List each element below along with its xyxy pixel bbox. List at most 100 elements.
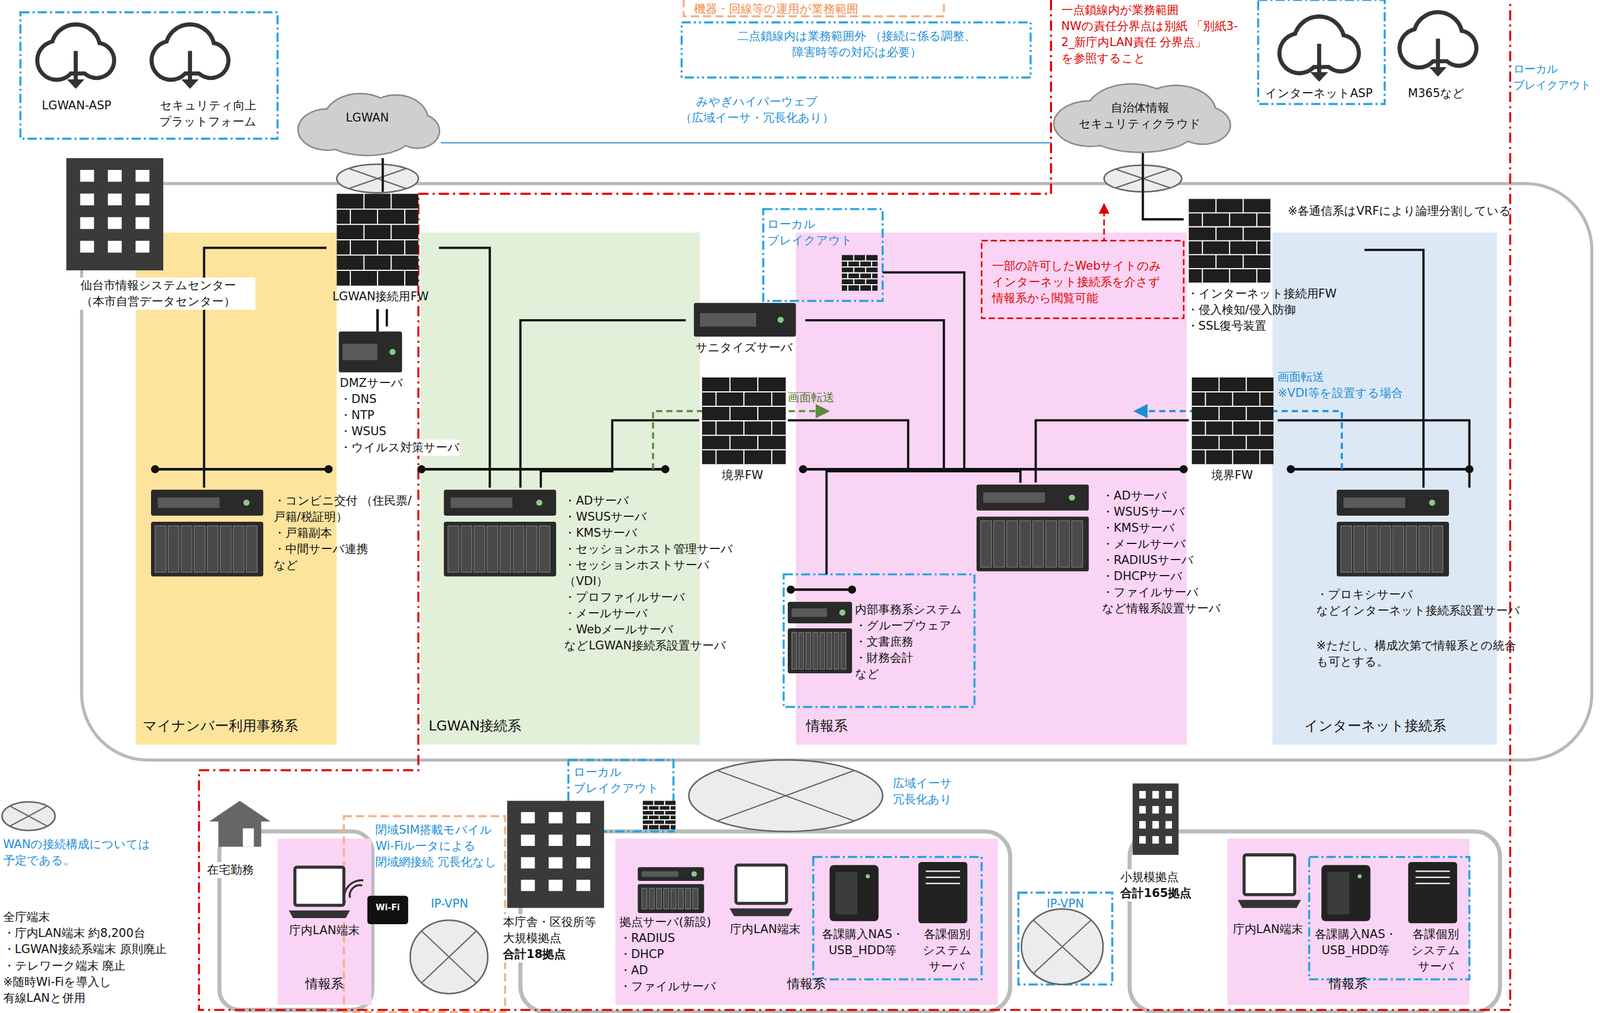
scope-box xyxy=(763,209,883,301)
text-line: ・RADIUS xyxy=(619,930,732,947)
text-line: ・ADサーバ xyxy=(564,492,743,510)
node-box: ・コンビニ交付 （住民票/戸籍/税証明）・戸籍副本・中間サーバ連携など xyxy=(147,487,429,601)
cloud-arrow xyxy=(1310,72,1328,82)
note-label: ※各通信系はVRFにより論理分割している xyxy=(1287,203,1562,220)
text-line: 仙台市情報システムセンター （本市自営データセンター） xyxy=(61,277,255,310)
node-box: 拠点サーバ(新設)・RADIUS・DHCP・AD・ファイルサーバ xyxy=(617,862,734,1000)
brick-line xyxy=(1231,391,1234,407)
brick-line xyxy=(663,810,666,816)
brick-line xyxy=(864,278,867,285)
node-box: 内部事務系システム・グループウェア・文書庶務・財務会計など xyxy=(783,574,975,708)
node-box: 各課個別 システム サーバ xyxy=(1400,862,1474,980)
node-box: 広域イーサ 冗長化あり xyxy=(688,760,978,832)
drive-bay xyxy=(1006,520,1018,568)
node-box: ・ADサーバ・WSUSサーバ・KMSサーバ・メールサーバ・RADIUSサーバ・D… xyxy=(974,482,1247,631)
building-window xyxy=(576,879,591,892)
bus-end xyxy=(798,465,808,474)
server-led xyxy=(536,499,543,506)
brick-line xyxy=(363,224,365,240)
text-line: ・ファイルサーバ xyxy=(619,978,732,995)
tower-slot xyxy=(925,876,960,879)
text-line: 庁内LAN端末 xyxy=(719,921,812,938)
brick-line xyxy=(729,406,731,421)
node-box: LGWAN xyxy=(295,86,441,159)
node-text: マイナンバー利用事務系 xyxy=(142,717,337,736)
note-box xyxy=(981,240,1184,319)
tower-slot xyxy=(1415,882,1451,885)
text-line: など情報系設置サーバ xyxy=(1102,600,1245,617)
text-line: など xyxy=(854,666,973,683)
scope-box xyxy=(1258,0,1385,104)
brick-line xyxy=(1245,377,1247,392)
drive-bay xyxy=(648,888,654,909)
text-line: ローカル ブレイクアウト xyxy=(573,764,671,797)
text-line: LGWAN-ASP xyxy=(25,97,128,114)
drive-bay xyxy=(1431,525,1443,573)
node-text: 境界FW xyxy=(1188,467,1276,484)
network-link xyxy=(805,320,1021,483)
node-text: 本庁舎・区役所等 大規模拠点合計18拠点 xyxy=(502,914,616,963)
nas-led xyxy=(1357,874,1362,879)
scope-box xyxy=(343,816,505,1013)
brick-line xyxy=(658,814,660,820)
node-text: IP-VPN xyxy=(1018,896,1113,913)
building-window xyxy=(107,193,122,206)
server-panel xyxy=(157,497,220,508)
brick-line xyxy=(715,391,717,407)
server-panel xyxy=(450,497,513,508)
text-line: ・侵入検知/侵入防御 xyxy=(1186,302,1363,319)
wan-cross xyxy=(349,168,407,189)
drive-bay xyxy=(980,520,992,568)
text-line: ・WSUSサーバ xyxy=(1102,504,1245,521)
brick-line xyxy=(390,224,392,240)
note-label: ※随時Wi-Fiを導入し 有線LANと併用 xyxy=(3,974,132,1007)
brick-line xyxy=(771,449,773,465)
building-window xyxy=(1139,791,1146,799)
wan-cross xyxy=(9,806,48,827)
label-text: 二点鎖線内は業務範囲外 （接続に係る調整、障害時等の対応は必要） xyxy=(685,28,1028,61)
node-text: 一部の許可したWebサイトのみ インターネット接続系を介さず 情報系から閲覧可能 xyxy=(992,258,1181,307)
text-line: 在宅勤務 xyxy=(207,862,254,879)
brick-line xyxy=(1215,254,1217,269)
building-window xyxy=(520,879,535,892)
building-icon xyxy=(1132,783,1179,855)
drive-bay xyxy=(448,525,460,573)
drive-bay xyxy=(1354,525,1366,573)
drive-bay xyxy=(512,525,525,573)
node-text: インターネットASP xyxy=(1260,85,1378,102)
label-text: Wi-Fi xyxy=(368,902,408,914)
node-box: 各課購入NAS・ USB_HDD等 xyxy=(819,862,909,980)
node-box: 小規模拠点合計165拠点情報系庁内LAN端末各課購入NAS・ USB_HDD等各… xyxy=(1120,783,1501,1013)
brick-line xyxy=(1215,227,1217,241)
network-bus xyxy=(154,468,329,471)
brick-line xyxy=(647,814,649,820)
laptop-screen xyxy=(736,865,787,904)
note-label: ・LGWAN接続系端末 原則廃止 xyxy=(3,941,198,958)
node-box: 一部の許可したWebサイトのみ インターネット接続系を介さず 情報系から閲覧可能 xyxy=(981,240,1184,319)
nas-panel xyxy=(835,872,858,915)
wan-symbol xyxy=(410,920,488,994)
server-unit xyxy=(1336,489,1449,516)
label-text: ・LGWAN接続系端末 原則廃止 xyxy=(3,941,198,958)
brick-line xyxy=(853,278,855,285)
wan-cross xyxy=(349,168,407,189)
brick-line xyxy=(669,805,671,811)
text-line: ・インターネット接続用FW xyxy=(1186,285,1363,303)
tower-server-icon xyxy=(1407,862,1457,924)
text-line: ・戸籍副本 xyxy=(273,525,427,542)
brick-line xyxy=(653,801,655,807)
building-window xyxy=(79,240,94,253)
node-box: DMZサーバ・DNS・NTP・WSUS・ウイルス対策サーバ xyxy=(334,326,496,465)
tower-slot xyxy=(925,882,960,885)
text-line: ・中間サーバ連携 xyxy=(273,541,427,558)
brick-line xyxy=(1245,406,1247,421)
brick-line xyxy=(1218,377,1220,392)
bus-end xyxy=(324,465,333,474)
label-text: ※ただし、構成次第で情報系との統合 も可とする。 xyxy=(1316,637,1543,671)
building-window xyxy=(1152,806,1160,814)
text-line: マイナンバー利用事務系 xyxy=(142,717,337,736)
node-box: セキュリティ向上 プラットフォーム xyxy=(141,20,279,138)
text-line: LGWAN接続系 xyxy=(428,717,633,736)
bus-end xyxy=(661,465,670,474)
wan-symbol xyxy=(336,164,419,193)
